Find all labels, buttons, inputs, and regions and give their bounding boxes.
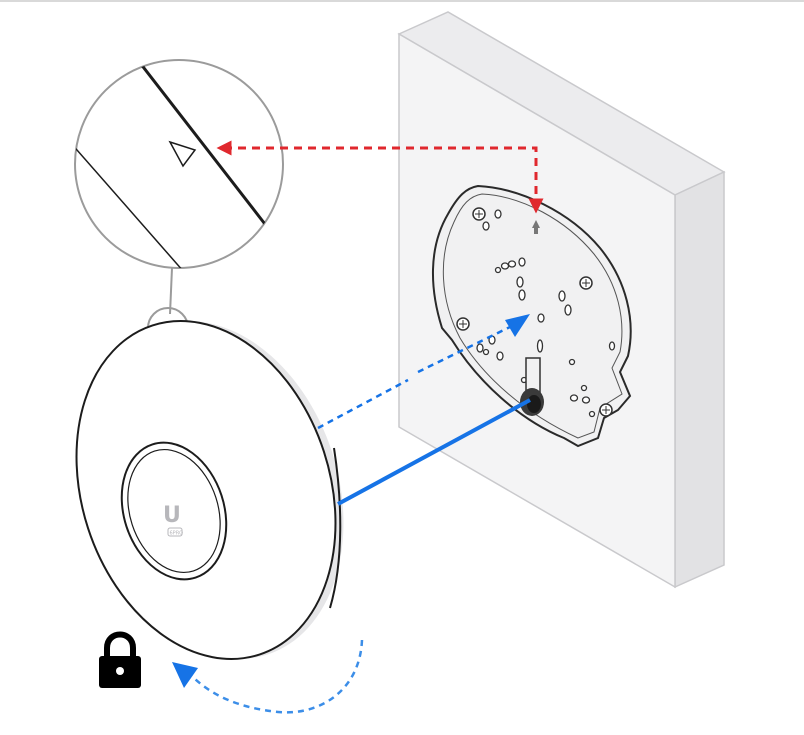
zoom-callout	[74, 59, 284, 349]
access-point-device: U 6PRO	[75, 320, 344, 660]
mount-line	[337, 398, 531, 506]
alignment-arrow	[216, 140, 544, 214]
mounting-plate	[432, 184, 632, 448]
device-logo-caption: 6PRO	[170, 531, 184, 537]
device-logo-letter: U	[163, 503, 181, 528]
lock-icon	[99, 631, 141, 688]
alignment-triangle	[168, 140, 197, 168]
mount-guide-arrow	[317, 314, 530, 430]
top-divider	[0, 0, 804, 2]
rotate-arrow	[172, 639, 364, 714]
